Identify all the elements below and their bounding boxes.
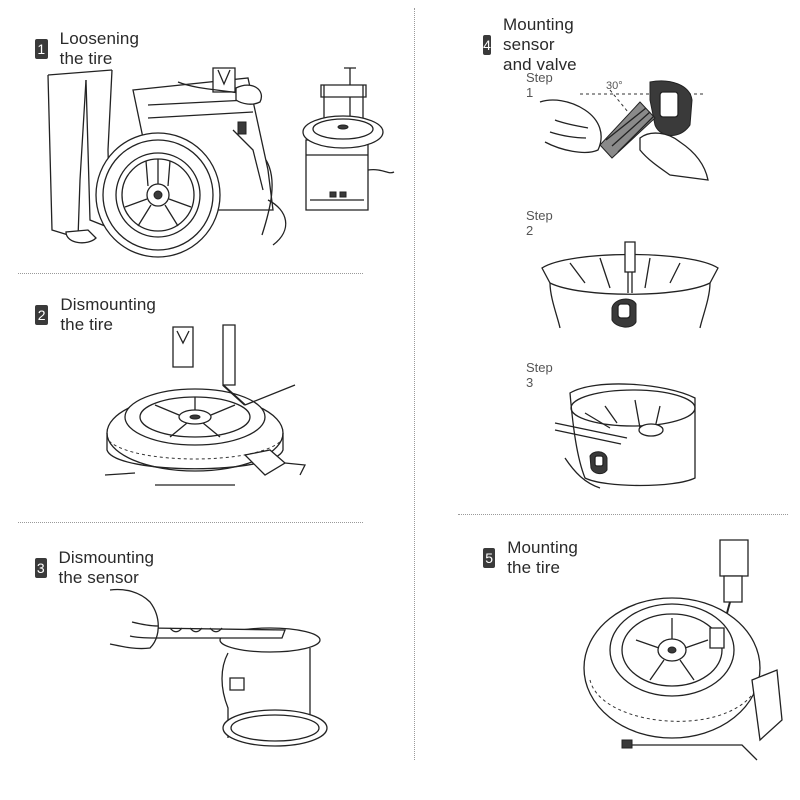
section-number-badge: 1 bbox=[35, 39, 48, 59]
mounting-tire-illustration bbox=[582, 540, 787, 765]
step-3-illustration bbox=[555, 378, 700, 493]
loosening-tire-illustration bbox=[38, 60, 408, 260]
step-1-illustration bbox=[540, 80, 710, 185]
section-title: Dismounting the sensor bbox=[58, 548, 155, 587]
dismounting-sensor-illustration bbox=[110, 588, 340, 758]
step-2-illustration bbox=[540, 238, 720, 333]
divider-1-2 bbox=[18, 273, 363, 274]
section-number-badge: 5 bbox=[483, 548, 496, 568]
step-3-label: Step 3 bbox=[526, 360, 553, 390]
dismounting-tire-illustration bbox=[95, 325, 355, 495]
section-title: Mounting the tire bbox=[507, 538, 578, 577]
section-title: Mounting sensor and valve bbox=[503, 15, 577, 74]
section-number-badge: 4 bbox=[483, 35, 492, 55]
section-number-badge: 3 bbox=[35, 558, 47, 578]
angle-label: 30° bbox=[606, 80, 623, 92]
vertical-divider bbox=[414, 8, 415, 760]
step-1-label: Step 1 bbox=[526, 70, 553, 100]
divider-2-3 bbox=[18, 522, 363, 523]
section-number-badge: 2 bbox=[35, 305, 49, 325]
divider-4-5 bbox=[458, 514, 788, 515]
section-title: Dismounting the tire bbox=[60, 295, 156, 334]
step-2-label: Step 2 bbox=[526, 208, 553, 238]
section-title: Loosening the tire bbox=[59, 29, 140, 68]
